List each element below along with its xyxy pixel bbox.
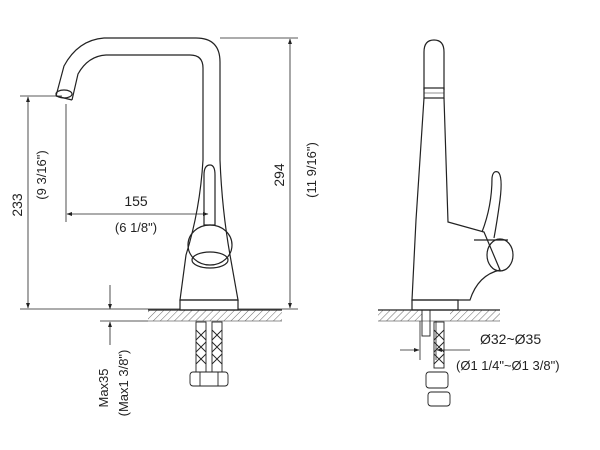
dim-294-mm: 294 — [271, 163, 287, 187]
side-hoses — [421, 309, 451, 407]
dim-155-line — [65, 104, 209, 222]
side-body — [411, 97, 501, 301]
front-spout — [55, 37, 221, 160]
side-base — [411, 299, 459, 311]
side-countertop — [378, 309, 500, 322]
dim-294-inch: (11 9/16") — [304, 142, 319, 198]
dim-233-mm: 233 — [9, 193, 25, 217]
dim-155-inch: (6 1/8") — [115, 220, 157, 235]
dim-max35-mm: Max35 — [96, 368, 111, 407]
front-view — [20, 37, 298, 387]
dim-294-line — [220, 37, 298, 310]
dim-233-inch: (9 3/16") — [34, 150, 49, 199]
dim-max35-inch: (Max1 3/8") — [116, 350, 131, 417]
side-spout — [423, 39, 445, 90]
dim-233-line — [20, 95, 180, 310]
side-view — [378, 39, 514, 407]
dim-hole-line — [400, 321, 470, 360]
side-handle — [481, 171, 502, 239]
front-base — [179, 299, 239, 311]
dim-hole-mm: Ø32~Ø35 — [480, 331, 541, 347]
front-handle — [203, 164, 216, 226]
front-knob — [187, 224, 233, 269]
front-countertop — [148, 309, 282, 322]
dim-max35-line — [100, 285, 148, 345]
dim-hole-inch: (Ø1 1/4"~Ø1 3/8") — [456, 358, 560, 373]
dim-155-mm: 155 — [124, 193, 148, 209]
front-hoses — [189, 321, 229, 387]
front-body — [179, 159, 239, 301]
